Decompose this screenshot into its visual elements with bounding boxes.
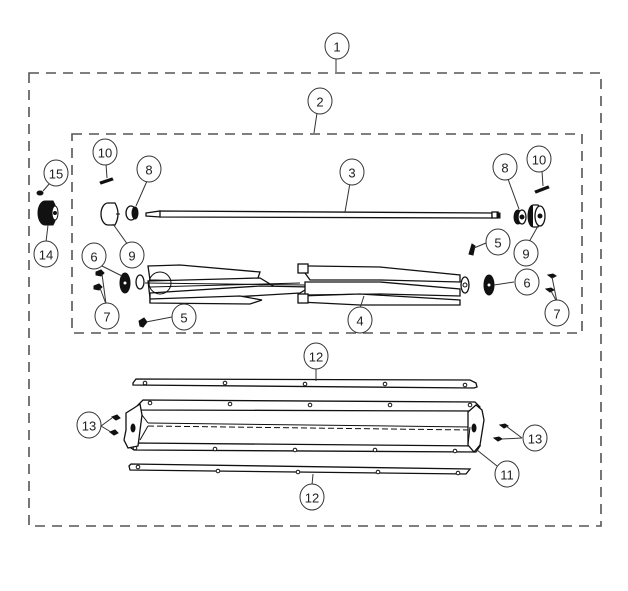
svg-text:9: 9: [522, 247, 529, 262]
side-rail-bottom: [128, 463, 472, 476]
callout-11[interactable]: 11: [476, 449, 520, 488]
svg-text:5: 5: [494, 236, 501, 251]
callout-10-left[interactable]: 10: [92, 138, 118, 179]
frame-screws-left: [108, 414, 121, 436]
svg-text:13: 13: [82, 419, 96, 434]
svg-text:14: 14: [39, 248, 53, 263]
bearing-right: [513, 209, 527, 225]
svg-text:9: 9: [128, 249, 135, 264]
svg-text:12: 12: [309, 350, 323, 365]
callout-13-left[interactable]: 13: [76, 411, 113, 439]
callout-6-left[interactable]: 6: [81, 242, 123, 277]
callout-7-left[interactable]: 7: [94, 273, 120, 330]
svg-text:3: 3: [348, 166, 355, 181]
svg-text:6: 6: [523, 276, 530, 291]
svg-text:11: 11: [500, 468, 514, 483]
svg-text:13: 13: [528, 432, 542, 447]
svg-text:1: 1: [333, 40, 340, 55]
end-disc-left: [119, 272, 131, 294]
svg-text:4: 4: [356, 314, 363, 329]
screw-left: [138, 317, 148, 328]
side-rail-top: [132, 378, 478, 389]
callout-8-right[interactable]: 8: [492, 153, 520, 210]
outer-assembly-box: [28, 72, 602, 527]
screw-right: [468, 243, 476, 256]
callout-10-right[interactable]: 10: [526, 145, 552, 187]
svg-text:2: 2: [316, 95, 323, 110]
small-screw: [36, 190, 44, 196]
svg-text:7: 7: [103, 310, 110, 325]
reel-blades: [135, 263, 470, 306]
svg-text:10: 10: [98, 146, 112, 161]
svg-text:7: 7: [553, 307, 560, 322]
callout-6-right[interactable]: 6: [493, 268, 540, 296]
callout-3[interactable]: 3: [339, 158, 365, 213]
reel-assembly-box: [71, 133, 583, 334]
callout-15[interactable]: 15: [42, 159, 69, 192]
svg-text:12: 12: [305, 491, 319, 506]
screws-right: [544, 273, 557, 293]
svg-text:8: 8: [145, 163, 152, 178]
callout-8-left[interactable]: 8: [135, 155, 162, 207]
svg-text:6: 6: [90, 250, 97, 265]
svg-text:15: 15: [49, 167, 63, 182]
callout-1[interactable]: 1: [324, 32, 350, 72]
callout-14[interactable]: 14: [33, 224, 59, 268]
callout-9-right[interactable]: 9: [513, 225, 539, 267]
callout-12-bottom[interactable]: 12: [299, 473, 325, 511]
callout-12-top[interactable]: 12: [303, 342, 329, 381]
callout-4[interactable]: 4: [347, 295, 373, 334]
callout-2[interactable]: 2: [307, 87, 333, 134]
bearing-left: [125, 205, 139, 221]
reel-shaft: [145, 210, 501, 219]
frame: [123, 399, 485, 454]
wheel-hub-cap-right: [527, 204, 546, 228]
end-disc-right: [483, 274, 495, 296]
drive-gear-wheel: [37, 200, 59, 226]
svg-text:8: 8: [501, 161, 508, 176]
callout-9-left[interactable]: 9: [112, 223, 145, 269]
callout-7-right[interactable]: 7: [544, 276, 570, 327]
svg-text:10: 10: [532, 153, 546, 168]
wheel-hub-cap-left: [100, 202, 120, 226]
callout-5-left[interactable]: 5: [145, 303, 197, 331]
callout-5-right[interactable]: 5: [473, 228, 511, 256]
svg-text:5: 5: [180, 311, 187, 326]
pin-right: [534, 185, 550, 194]
pin-left: [99, 177, 114, 185]
callout-13-right[interactable]: 13: [501, 424, 548, 452]
